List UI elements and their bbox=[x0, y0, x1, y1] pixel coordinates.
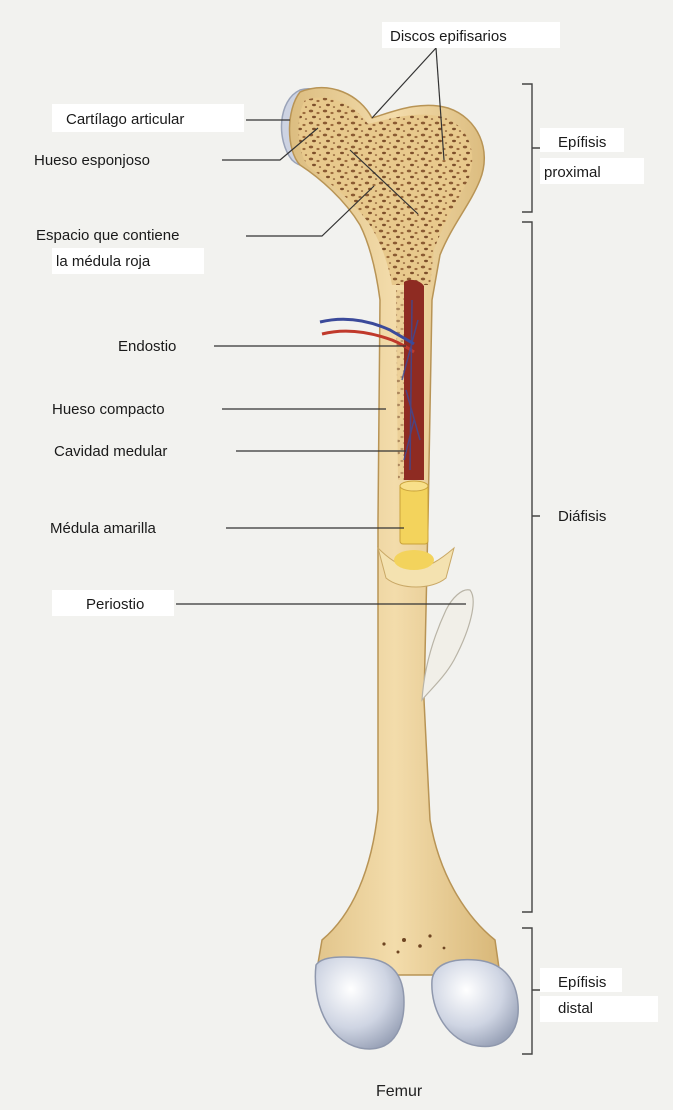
label-cavidad-medular: Cavidad medular bbox=[54, 443, 167, 460]
label-periostio: Periostio bbox=[86, 596, 144, 613]
label-espacio-line1: Espacio que contiene bbox=[36, 227, 179, 244]
label-espacio-line2: la médula roja bbox=[56, 253, 151, 270]
label-epifisis-distal-line1: Epífisis bbox=[558, 974, 606, 991]
label-epifisis-distal-line2: distal bbox=[558, 1000, 593, 1017]
yellow-marrow-top bbox=[400, 481, 428, 491]
label-hueso-esponjoso: Hueso esponjoso bbox=[34, 152, 150, 169]
caption-femur: Femur bbox=[376, 1083, 423, 1100]
label-endostio: Endostio bbox=[118, 338, 176, 355]
label-discos-epifisarios: Discos epifisarios bbox=[390, 28, 507, 45]
label-epifisis-proximal-line1: Epífisis bbox=[558, 134, 606, 151]
label-hueso-compacto: Hueso compacto bbox=[52, 401, 165, 418]
label-epifisis-proximal-line2: proximal bbox=[544, 164, 601, 181]
label-medula-amarilla: Médula amarilla bbox=[50, 520, 157, 537]
label-cartilago-articular: Cartílago articular bbox=[66, 111, 184, 128]
cut-marrow bbox=[394, 550, 434, 570]
label-diafisis: Diáfisis bbox=[558, 508, 606, 525]
yellow-marrow bbox=[400, 484, 428, 544]
